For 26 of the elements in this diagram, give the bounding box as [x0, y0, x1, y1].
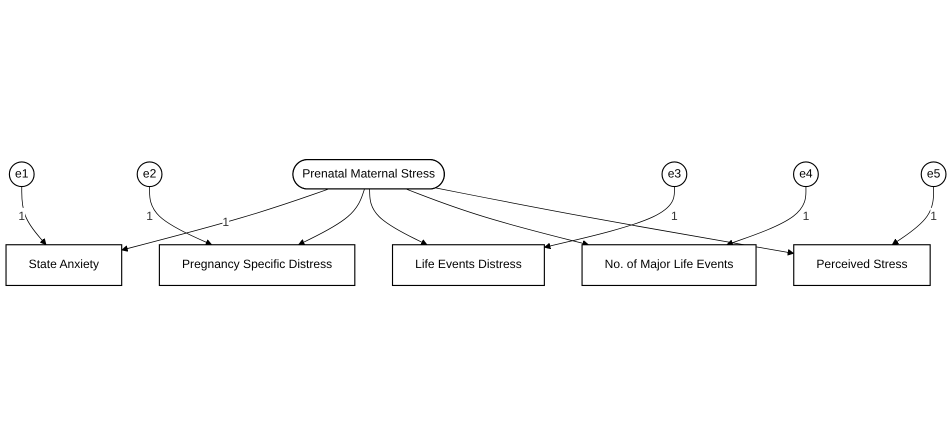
node-box: Perceived Stress	[793, 244, 931, 286]
node-circle: e3	[661, 161, 688, 188]
arrow	[149, 186, 212, 246]
node-box: Pregnancy Specific Distress	[158, 244, 356, 286]
arrow	[892, 186, 934, 246]
edge-label: 1	[18, 210, 26, 223]
arrow	[726, 186, 806, 246]
arrow	[121, 188, 328, 252]
node-box: State Anxiety	[5, 244, 122, 286]
arrow	[436, 188, 794, 256]
node-circle: e4	[793, 161, 819, 188]
edge-label: 1	[802, 210, 810, 223]
arrow	[298, 188, 365, 246]
node-box: Life Events Distress	[392, 244, 545, 286]
edge-label: 1	[930, 210, 937, 223]
node-circle: e2	[136, 161, 162, 188]
edge-label: 1	[671, 210, 678, 223]
edge-label: 1	[146, 210, 153, 223]
node-box: No. of Major Life Events	[582, 244, 757, 286]
arrow	[406, 188, 589, 246]
arrow	[544, 186, 675, 250]
node-circle: e1	[8, 161, 35, 188]
edge-label: 1	[222, 216, 230, 230]
arrow	[369, 188, 428, 246]
arrow	[21, 186, 46, 246]
node-circle: e5	[920, 161, 947, 188]
